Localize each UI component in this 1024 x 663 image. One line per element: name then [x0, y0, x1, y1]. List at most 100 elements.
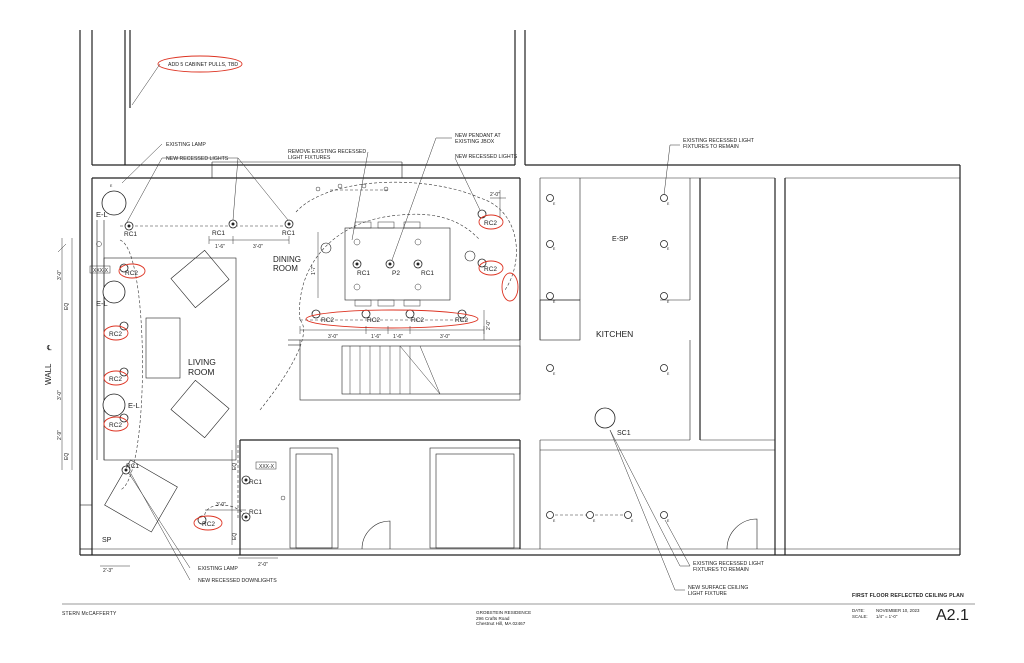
- svg-text:3'-0": 3'-0": [57, 390, 63, 400]
- tag-rc2: RC2: [411, 317, 424, 324]
- svg-text:2'-3": 2'-3": [103, 568, 113, 574]
- dimension-lines: [57, 190, 506, 567]
- tag-rc1: RC1: [124, 231, 137, 238]
- tag-rc2: RC2: [109, 376, 122, 383]
- tag-rc1: RC1: [212, 230, 225, 237]
- svg-text:3'-0": 3'-0": [328, 334, 338, 340]
- svg-text:E: E: [667, 519, 670, 523]
- existing-lamp: [102, 393, 126, 417]
- project-city: Chestnut Hill, MA 02467: [476, 621, 526, 627]
- svg-text:3'-0": 3'-0": [57, 270, 63, 280]
- svg-text:E: E: [631, 519, 634, 523]
- tag-sp: SP: [102, 537, 112, 544]
- project-address: 296 Crafts Road: [476, 615, 510, 621]
- note-existing-lamp-bottom: EXISTING LAMP: [198, 566, 238, 572]
- rc2-fixture: [119, 321, 129, 331]
- note-new-recessed-mid: NEW RECESSED LIGHTS: [455, 154, 518, 160]
- existing-marks: E E E E E E E E E E E E E: [110, 184, 670, 523]
- dimension-text: 1'-6" 3'-0" 3'-0" 1'-6" 1'-6" 3'-0" 2'-3…: [57, 192, 500, 574]
- svg-text:E: E: [553, 519, 556, 523]
- tag-rc1: RC1: [249, 479, 262, 486]
- svg-text:3'-0": 3'-0": [216, 502, 226, 508]
- rc1-fixture: [413, 259, 423, 269]
- leaders: [121, 63, 691, 591]
- rc1-fixture: [352, 259, 362, 269]
- light-fixtures: [96, 183, 668, 525]
- svg-text:1'-6": 1'-6": [393, 334, 403, 340]
- rc1-fixture: [228, 219, 238, 229]
- room-label-kitchen: KITCHEN: [596, 329, 633, 339]
- tag-rc2: RC2: [109, 331, 122, 338]
- note-existing-lamp: EXISTING LAMP: [166, 142, 206, 148]
- firm-name: STERN McCAFFERTY: [62, 611, 117, 617]
- tag-el: E-L: [96, 210, 108, 219]
- tag-xxx: XXX-X: [259, 464, 275, 470]
- note-new-recessed: NEW RECESSED LIGHTS: [166, 156, 229, 162]
- date-label: DATE:: [852, 608, 865, 613]
- date-value: NOVEMBER 10, 2023: [876, 608, 920, 613]
- svg-text:E: E: [553, 300, 556, 304]
- svg-text:2'-9": 2'-9": [57, 430, 63, 440]
- note-new-downlights: NEW RECESSED DOWNLIGHTS: [198, 578, 277, 584]
- svg-text:EQ: EQ: [232, 463, 238, 470]
- svg-text:EQ: EQ: [232, 533, 238, 540]
- tag-el: E-L: [128, 401, 140, 410]
- scale-value: 1/4" = 1'-0": [876, 613, 898, 619]
- svg-text:EQ: EQ: [64, 303, 70, 310]
- scale-label: SCALE:: [852, 613, 868, 619]
- svg-text:3'-0": 3'-0": [440, 334, 450, 340]
- svg-text:1'-7": 1'-7": [311, 265, 317, 275]
- svg-text:E: E: [667, 247, 670, 251]
- walls: [79, 30, 961, 556]
- tag-rc1: RC1: [421, 270, 434, 277]
- svg-text:E: E: [553, 372, 556, 376]
- tag-rc1: RC1: [126, 463, 139, 470]
- circuits: [119, 181, 630, 521]
- svg-text:1'-6": 1'-6": [215, 244, 225, 250]
- fixture-tags: RC1 RC1 RC1 RC1 RC1 P2 RC1 RC1 RC1 RC2 R…: [89, 210, 631, 544]
- sheet-number: A2.1: [936, 607, 969, 624]
- tag-esp: E-SP: [612, 236, 629, 243]
- tag-rc2: RC2: [321, 317, 334, 324]
- tag-el: E-L: [96, 299, 108, 308]
- tag-rc2: RC2: [484, 220, 497, 227]
- tag-rc2: RC2: [484, 266, 497, 273]
- tag-rc2: RC2: [125, 270, 138, 277]
- notes: ADD 5 CABINET PULLS, TBD EXISTING LAMP N…: [166, 62, 765, 597]
- sheet-title: FIRST FLOOR REFLECTED CEILING PLAN: [852, 593, 964, 599]
- rc2-fixture: [197, 515, 207, 525]
- project-name: GROBSTEIN RESIDENCE: [476, 610, 532, 615]
- existing-lamp: [102, 280, 126, 304]
- centerline-symbol: ℄: [46, 345, 52, 352]
- wall-centerline-label: WALL: [44, 363, 53, 385]
- svg-text:E: E: [553, 247, 556, 251]
- tag-rc2: RC2: [455, 317, 468, 324]
- svg-text:2'-0": 2'-0": [486, 320, 492, 330]
- existing-lamp: [101, 190, 127, 216]
- tag-rc2: RC2: [202, 521, 215, 528]
- p2-fixture: [385, 259, 395, 269]
- svg-text:E: E: [667, 372, 670, 376]
- svg-text:2'-0": 2'-0": [258, 562, 268, 568]
- rc1-fixture: [241, 512, 251, 522]
- tag-p2: P2: [392, 270, 400, 277]
- tag-rc2: RC2: [367, 317, 380, 324]
- tag-sc1: SC1: [617, 430, 631, 437]
- tag-rc1: RC1: [249, 509, 262, 516]
- project-info: GROBSTEIN RESIDENCE 296 Crafts Road Ches…: [476, 610, 531, 627]
- svg-text:E: E: [667, 300, 670, 304]
- sheet-meta: DATE: NOVEMBER 10, 2023 SCALE: 1/4" = 1'-0…: [852, 608, 919, 619]
- svg-text:2'-0": 2'-0": [490, 192, 500, 198]
- rc1-fixture: [124, 221, 134, 231]
- tag-xxx: XXX-X: [93, 268, 109, 274]
- tag-rc1: RC1: [282, 230, 295, 237]
- svg-text:E: E: [593, 519, 596, 523]
